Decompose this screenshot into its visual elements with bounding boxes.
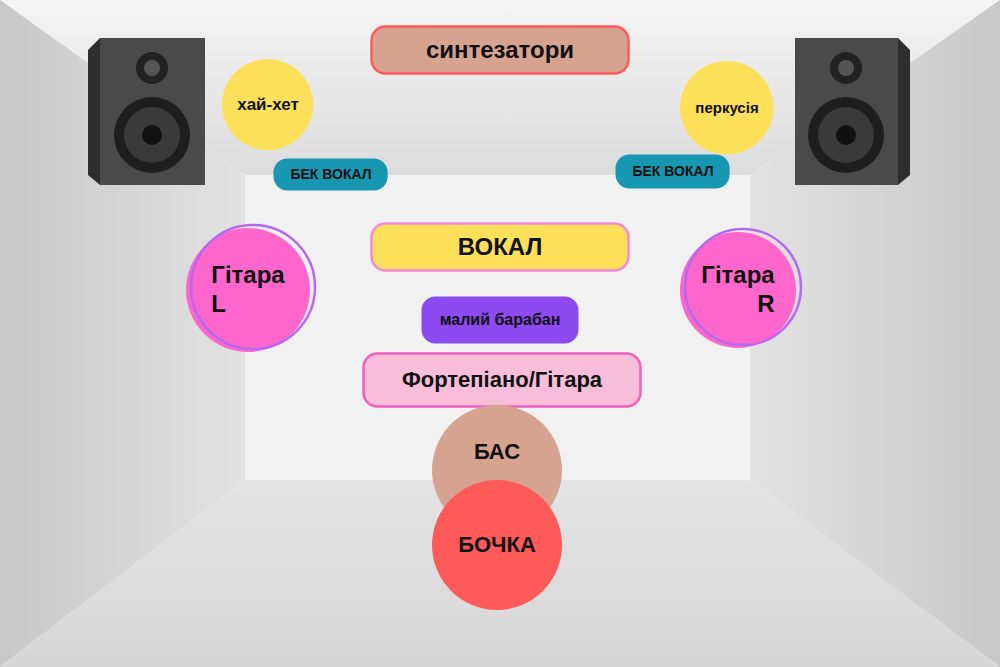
speaker-left [88, 38, 205, 185]
speaker-right [795, 38, 910, 185]
pill-shape [274, 159, 388, 191]
node-shape [680, 232, 796, 348]
instrument-circle: хай-хет [222, 59, 313, 150]
circle-outline [685, 229, 801, 345]
instrument-label: хай-хет [237, 95, 299, 115]
floor [0, 480, 1000, 667]
instrument-pill: БЕК ВОКАЛ [272, 157, 389, 192]
instrument-pill: Фортепіано/Гітара [362, 352, 642, 408]
instrument-label: БЕК ВОКАЛ [632, 163, 713, 180]
instrument-pill: синтезатори [370, 25, 630, 75]
circle-outline [191, 225, 315, 349]
instrument-label: БЕК ВОКАЛ [290, 166, 371, 183]
instrument-label: малий барабан [440, 310, 561, 329]
circle-shape [222, 59, 313, 150]
instrument-pill: БЕК ВОКАЛ [614, 153, 731, 190]
instrument-circle: Гітара L [186, 228, 310, 352]
pill-shape [364, 354, 641, 407]
instrument-circle: Гітара R [680, 232, 796, 348]
instrument-circle: перкусія [680, 61, 773, 154]
instrument-pill: ВОКАЛ [370, 222, 630, 272]
circle-shape [432, 480, 562, 610]
pill-shape [422, 297, 579, 344]
instrument-label: БАС [474, 439, 520, 465]
instrument-label: Гітара R [701, 261, 774, 319]
pill-shape [616, 155, 730, 189]
instrument-label: БОЧКА [458, 532, 536, 558]
instrument-pill: малий барабан [420, 295, 580, 345]
instrument-label: ВОКАЛ [458, 233, 543, 262]
instrument-label: Фортепіано/Гітара [402, 367, 602, 393]
pill-shape [372, 224, 629, 271]
instrument-label: синтезатори [426, 36, 574, 65]
instrument-label: Гітара L [211, 261, 284, 319]
instrument-label: перкусія [695, 99, 758, 117]
pill-shape [372, 27, 629, 74]
instrument-circle: БОЧКА [432, 480, 562, 610]
node-shape [186, 228, 310, 352]
circle-shape [680, 61, 773, 154]
